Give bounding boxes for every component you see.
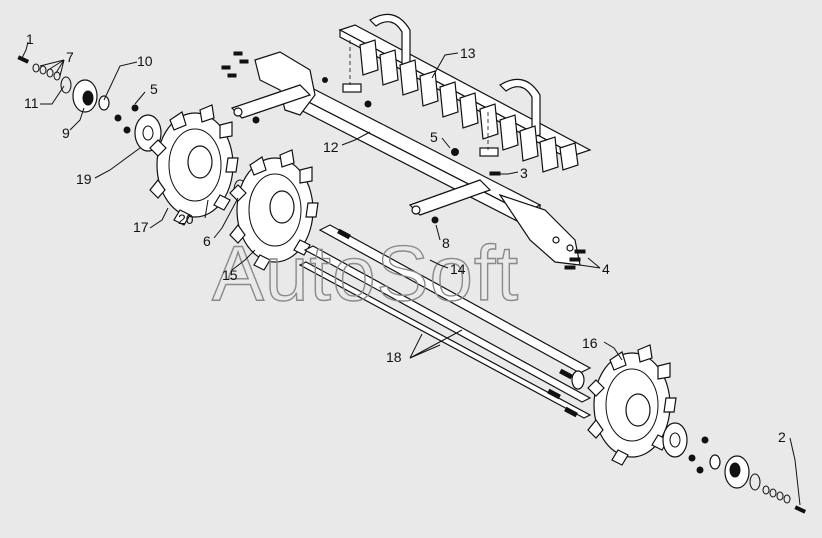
callout-17: 17	[133, 219, 149, 235]
callout-12: 12	[323, 139, 339, 155]
callout-16: 16	[582, 335, 598, 351]
callout-7: 7	[66, 49, 74, 65]
watermark-text: AutoSoft	[212, 229, 519, 317]
callout-10: 10	[137, 53, 153, 69]
left-star-wheel-17	[149, 104, 239, 226]
tine-bar	[338, 13, 592, 173]
right-star-wheel-16	[587, 344, 677, 466]
leader-lines	[21, 41, 801, 506]
callout-18: 18	[386, 349, 402, 365]
callout-13: 13	[460, 45, 476, 61]
callout-19: 19	[76, 171, 92, 187]
callout-14: 14	[450, 261, 466, 277]
callout-8: 8	[442, 235, 450, 251]
callout-11: 11	[24, 95, 39, 111]
callout-5-right: 5	[430, 129, 438, 145]
tines	[359, 39, 579, 173]
left-star-wheel-15	[229, 149, 319, 271]
callout-6: 6	[203, 233, 211, 249]
callout-4: 4	[602, 261, 610, 277]
callout-1: 1	[26, 31, 34, 47]
shafts	[298, 224, 592, 419]
callout-9: 9	[62, 125, 70, 141]
callout-labels: 1 7 10 5 11 9 19 17 20 6 15 13 12 5 3 8 …	[24, 31, 786, 445]
callout-2: 2	[778, 429, 786, 445]
frame-beam	[230, 51, 581, 266]
callout-5-left: 5	[150, 81, 158, 97]
right-hub-assembly	[662, 422, 807, 514]
left-hub-assembly	[17, 55, 162, 152]
callout-15: 15	[222, 267, 238, 283]
callout-20: 20	[178, 211, 194, 227]
callout-3: 3	[520, 165, 528, 181]
